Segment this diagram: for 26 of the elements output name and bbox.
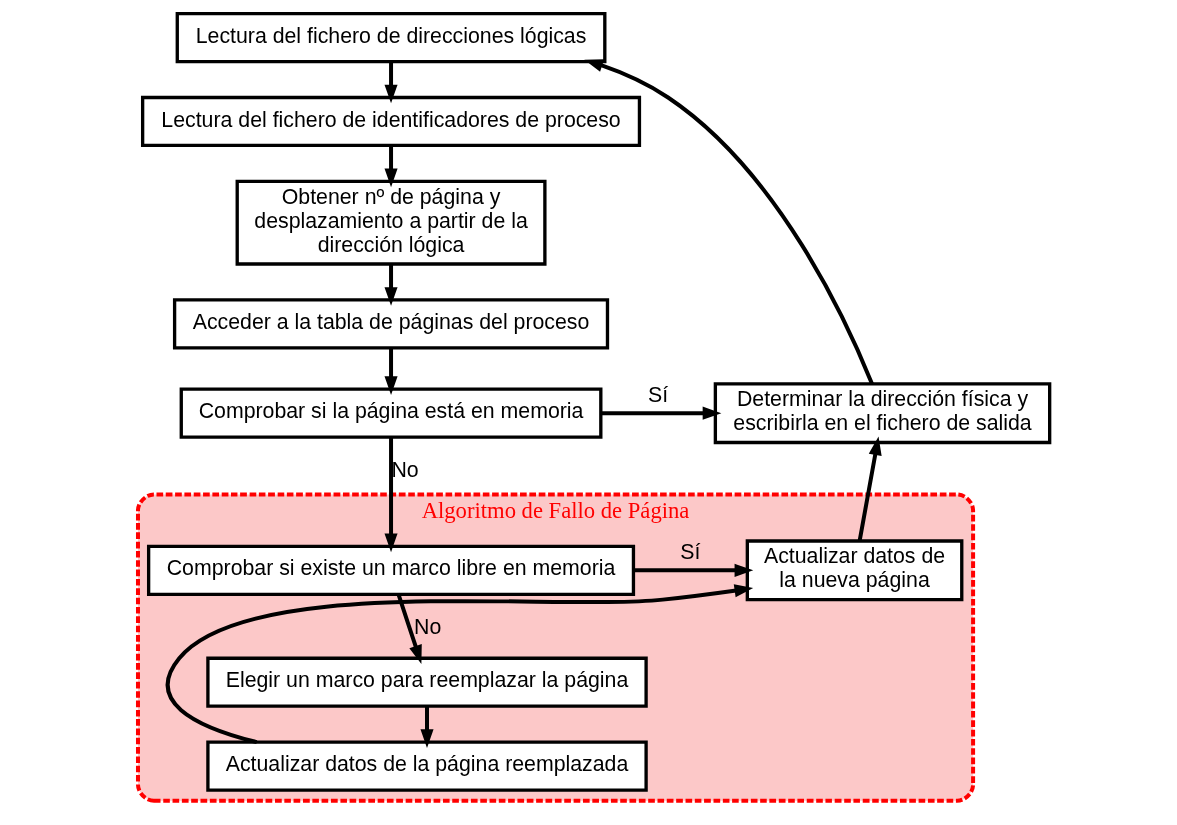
node-box: Comprobar si la página está en memoria [179,387,603,439]
node-box: Determinar la dirección física y escribirla en el fichero de salida [713,382,1052,445]
arrow [633,563,754,577]
arrow [584,59,874,385]
arrow [384,264,398,306]
arrow [384,348,398,395]
edge-label: No [414,615,442,639]
node-box: Lectura del fichero de identificadores de proceso [140,95,642,148]
edge-label: No [391,457,419,482]
arrow [384,61,398,104]
node-box: Lectura del fichero de direcciones lógicas [175,11,607,64]
node-box: Actualizar datos de la nueva página [745,539,964,602]
arrow [600,406,722,420]
arrow [857,436,882,542]
arrow [165,584,754,745]
edge-label: Sí [680,540,701,565]
arrow [420,706,434,748]
arrow [384,437,398,553]
arrow [396,594,422,664]
node-box: Obtener nº de página y desplazamiento a partir de la dirección lógica [235,179,547,266]
node-box: Elegir un marco para reemplazar la página [206,656,648,708]
node-box: Comprobar si existe un marco libre en memoria [146,544,636,596]
edge-label: Sí [648,383,669,408]
node-box: Acceder a la tabla de páginas del proceso [172,298,610,350]
arrow [384,145,398,188]
node-box: Actualizar datos de la página reemplazada [206,740,648,792]
